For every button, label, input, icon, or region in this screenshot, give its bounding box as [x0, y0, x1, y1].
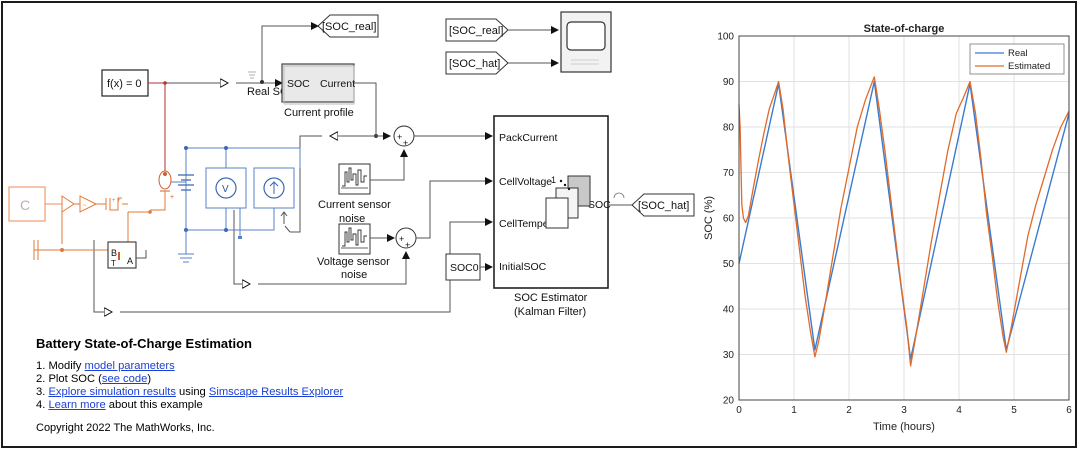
estimator-title-1: SOC Estimator: [514, 292, 588, 304]
current-sensor-noise-label-2: noise: [339, 213, 365, 225]
x-tick-label: 2: [846, 405, 852, 416]
y-tick-label: 30: [723, 350, 735, 361]
estimator-port-packcurrent: PackCurrent: [499, 132, 557, 144]
svg-text:+: +: [399, 234, 404, 244]
chart-xlabel: Time (hours): [873, 421, 935, 433]
solver-configuration-block[interactable]: f(x) = 0: [101, 69, 149, 97]
sensor-a-label: A: [127, 256, 133, 266]
y-tick-label: 70: [723, 168, 735, 179]
y-tick-label: 60: [723, 214, 735, 225]
from-soc-hat-label: [SOC_hat]: [449, 58, 500, 70]
goto-soc-hat-block[interactable]: [SOC_hat]: [631, 193, 695, 217]
svg-text:+: +: [405, 240, 410, 250]
results-explorer-link[interactable]: Simscape Results Explorer: [208, 386, 344, 398]
current-profile-block[interactable]: SOC Current: [281, 63, 355, 105]
sum-block-voltage[interactable]: + +: [395, 227, 417, 250]
sensor-b-label: B: [111, 248, 117, 258]
cc-block-label: C: [20, 197, 30, 213]
thermal-sensor[interactable]: +: [158, 170, 174, 201]
x-tick-label: 0: [736, 405, 742, 416]
svg-text:+ +: + +: [112, 198, 121, 204]
y-tick-label: 100: [717, 32, 734, 43]
voltage-sensor-noise-label-1: Voltage sensor: [317, 256, 390, 268]
soc-chart: State-of-charge Time (hours) SOC (%) 0 1 2…: [703, 23, 1072, 433]
svg-text:~: ~: [83, 203, 87, 209]
goto-soc-hat-label: [SOC_hat]: [638, 200, 689, 212]
solver-label: f(x) = 0: [107, 78, 142, 90]
current-profile-port-current: Current: [320, 78, 355, 90]
x-tick-label: 3: [901, 405, 907, 416]
estimator-port-soc: SOC: [588, 199, 611, 211]
legend-label-estimated: Estimated: [1008, 61, 1050, 72]
battery-circuit[interactable]: V: [178, 146, 301, 263]
voltmeter-label: V: [222, 184, 229, 195]
y-tick-label: 80: [723, 123, 735, 134]
svg-text:+: +: [170, 194, 174, 201]
chart-panel: State-of-charge Time (hours) SOC (%) 0 1 2…: [686, 14, 1076, 439]
x-tick-label: 4: [956, 405, 962, 416]
soc0-constant-block[interactable]: SOC0: [445, 253, 481, 281]
chart-title: State-of-charge: [864, 23, 945, 35]
info-item-4: 4. Learn more about this example: [36, 399, 203, 411]
from-soc-hat-block[interactable]: [SOC_hat]: [445, 51, 509, 75]
from-soc-real-label: [SOC_real]: [449, 25, 503, 37]
x-tick-label: 5: [1011, 405, 1017, 416]
info-item-2: 2. Plot SOC (see code): [36, 373, 152, 385]
voltage-sensor-noise-label-2: noise: [341, 269, 367, 281]
copyright-text: Copyright 2022 The MathWorks, Inc.: [36, 422, 215, 434]
from-soc-real-block[interactable]: [SOC_real]: [445, 18, 509, 42]
info-item-3: 3. Explore simulation results using Sims…: [36, 386, 344, 398]
x-tick-label: 6: [1066, 405, 1072, 416]
model-parameters-link[interactable]: model parameters: [84, 360, 175, 372]
voltage-sensor-noise-block[interactable]: [338, 223, 371, 255]
svg-text:+: +: [397, 132, 402, 142]
y-tick-label: 40: [723, 305, 735, 316]
chart-ylabel: SOC (%): [703, 196, 715, 240]
current-sensor-noise-label-1: Current sensor: [318, 199, 391, 211]
signal-line: [261, 22, 319, 82]
see-code-link[interactable]: see code: [101, 373, 148, 385]
goto-soc-real-label: [SOC_real]: [322, 21, 376, 33]
y-tick-label: 90: [723, 77, 735, 88]
info-panel: Battery State-of-Charge Estimation 1. Mo…: [36, 336, 536, 434]
estimator-port-celltemper: CellTemper: [499, 218, 553, 230]
goto-soc-real-block[interactable]: [SOC_real]: [317, 14, 379, 38]
estimator-title-2: (Kalman Filter): [514, 306, 586, 318]
soc-estimator-block[interactable]: PackCurrent CellVoltage CellTemper Initi…: [493, 115, 611, 289]
chart-legend: Real Estimated: [969, 43, 1065, 75]
y-tick-label: 50: [723, 259, 735, 270]
x-tick-label: 1: [791, 405, 797, 416]
sensor-t-label: T: [111, 259, 116, 268]
current-profile-port-soc: SOC: [287, 78, 310, 90]
svg-text:+: +: [403, 138, 408, 148]
soc0-label: SOC0: [450, 262, 479, 274]
y-tick-label: 20: [723, 396, 735, 407]
estimator-port-cellvoltage: CellVoltage: [499, 176, 552, 188]
stack-number: 1: [551, 175, 556, 185]
legend-label-real: Real: [1008, 48, 1028, 59]
plot-area: [738, 35, 1070, 401]
thermal-network[interactable]: C ~ + + B T A: [8, 186, 152, 269]
scope-block[interactable]: [560, 11, 612, 73]
info-title: Battery State-of-Charge Estimation: [36, 336, 252, 351]
learn-more-link[interactable]: Learn more: [48, 399, 106, 411]
info-item-1: 1. Modify model parameters: [36, 360, 175, 372]
explore-results-link[interactable]: Explore simulation results: [48, 386, 176, 398]
sum-block-current[interactable]: + +: [393, 125, 415, 148]
info-list: 1. Modify model parameters 2. Plot SOC (…: [36, 360, 536, 412]
simulink-diagram: [SOC_real] f(x) = 0 Real SOC SOC Current…: [8, 11, 695, 318]
current-profile-label: Current profile: [284, 107, 354, 119]
current-sensor-noise-block[interactable]: [338, 163, 371, 195]
series-line-estimated: [738, 76, 1070, 367]
estimator-port-initialsoc: InitialSOC: [499, 261, 547, 273]
